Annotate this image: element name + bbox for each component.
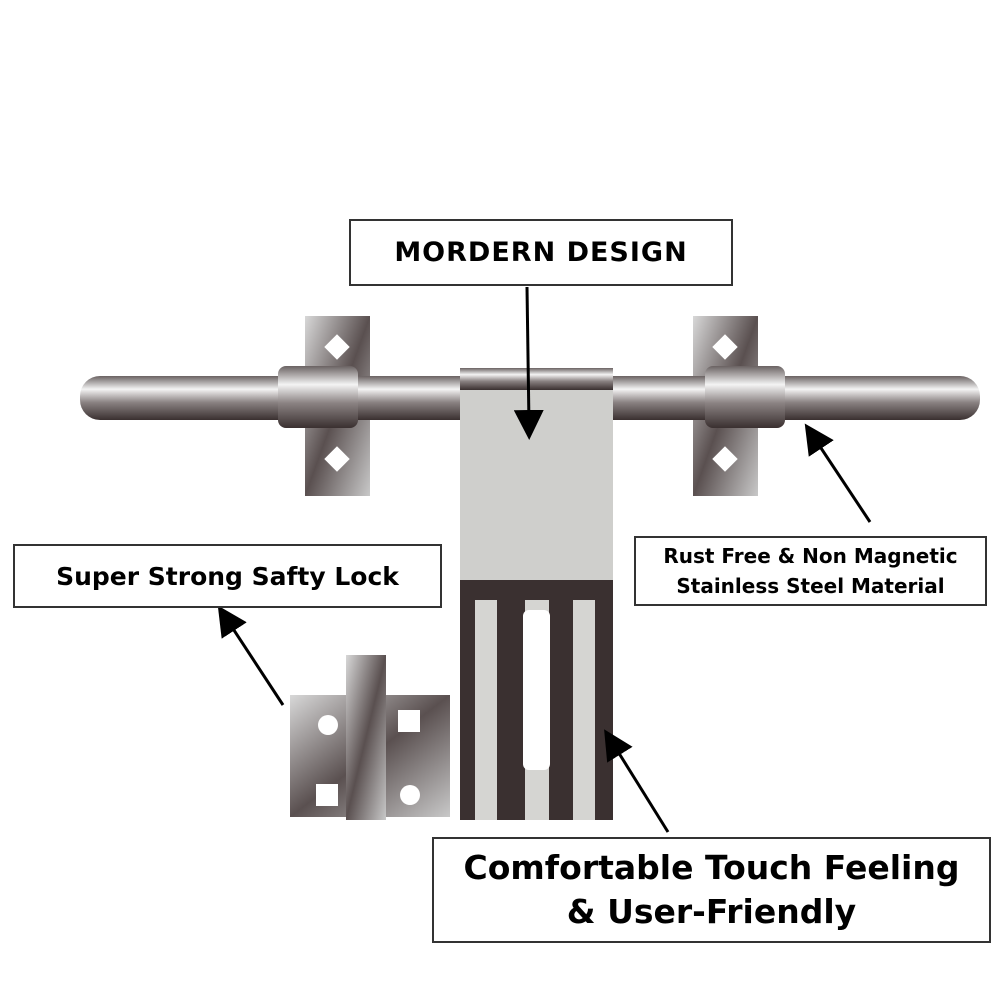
- arrow-modern: [513, 286, 544, 440]
- label-safety-lock: Super Strong Safty Lock: [13, 544, 442, 608]
- label-text-line1: Comfortable Touch Feeling: [463, 848, 960, 887]
- label-comfort: Comfortable Touch Feeling & User-Friendl…: [432, 837, 991, 943]
- safety-lock-staple: [290, 655, 450, 820]
- hasp-plate: [460, 368, 613, 580]
- label-text: Super Strong Safty Lock: [56, 561, 399, 591]
- label-modern-design: MORDERN DESIGN: [349, 219, 733, 286]
- label-text-line1: Rust Free & Non Magnetic: [663, 544, 958, 568]
- label-text-line2: Stainless Steel Material: [676, 574, 945, 598]
- arrow-rust: [804, 423, 872, 523]
- arrow-comfort: [604, 729, 670, 833]
- arrow-safety: [217, 605, 285, 706]
- label-text-line2: & User-Friendly: [566, 892, 857, 931]
- label-text: MORDERN DESIGN: [394, 237, 688, 268]
- label-rust-free: Rust Free & Non Magnetic Stainless Steel…: [634, 536, 987, 606]
